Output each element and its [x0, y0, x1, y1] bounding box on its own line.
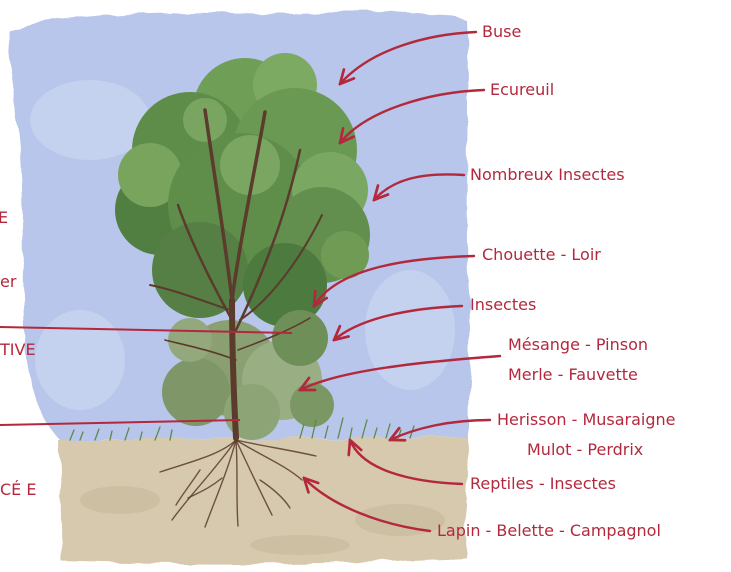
left-label-4: CÉ E: [0, 480, 36, 500]
sky-highlight: [35, 310, 125, 410]
sky-highlight: [30, 80, 150, 160]
label-merle-fauvette: Merle - Fauvette: [508, 365, 638, 385]
shrub-blob: [290, 383, 334, 427]
soil-texture: [355, 504, 445, 536]
shrub-blob: [162, 358, 230, 426]
left-label-2: er: [0, 272, 16, 292]
label-chouette-loir: Chouette - Loir: [482, 245, 601, 265]
label-mesange-pinson: Mésange - Pinson: [508, 335, 648, 355]
label-mulot-perdrix: Mulot - Perdrix: [527, 440, 643, 460]
label-buse: Buse: [482, 22, 521, 42]
left-label-3: TIVE: [0, 340, 36, 360]
label-insectes: Insectes: [470, 295, 536, 315]
soil-texture: [250, 535, 350, 555]
label-herisson-musaraigne: Herisson - Musaraigne: [497, 410, 676, 430]
soil-texture: [80, 486, 160, 514]
label-reptiles-insectes: Reptiles - Insectes: [470, 474, 616, 494]
label-ecureuil: Ecureuil: [490, 80, 554, 100]
left-label-1: E: [0, 208, 8, 228]
shrub-blob: [168, 318, 212, 362]
label-nombreux-insectes: Nombreux Insectes: [470, 165, 625, 185]
shrub-blob: [272, 310, 328, 366]
label-lapin-belette-campagnol: Lapin - Belette - Campagnol: [437, 521, 661, 541]
sky-highlight: [365, 270, 455, 390]
